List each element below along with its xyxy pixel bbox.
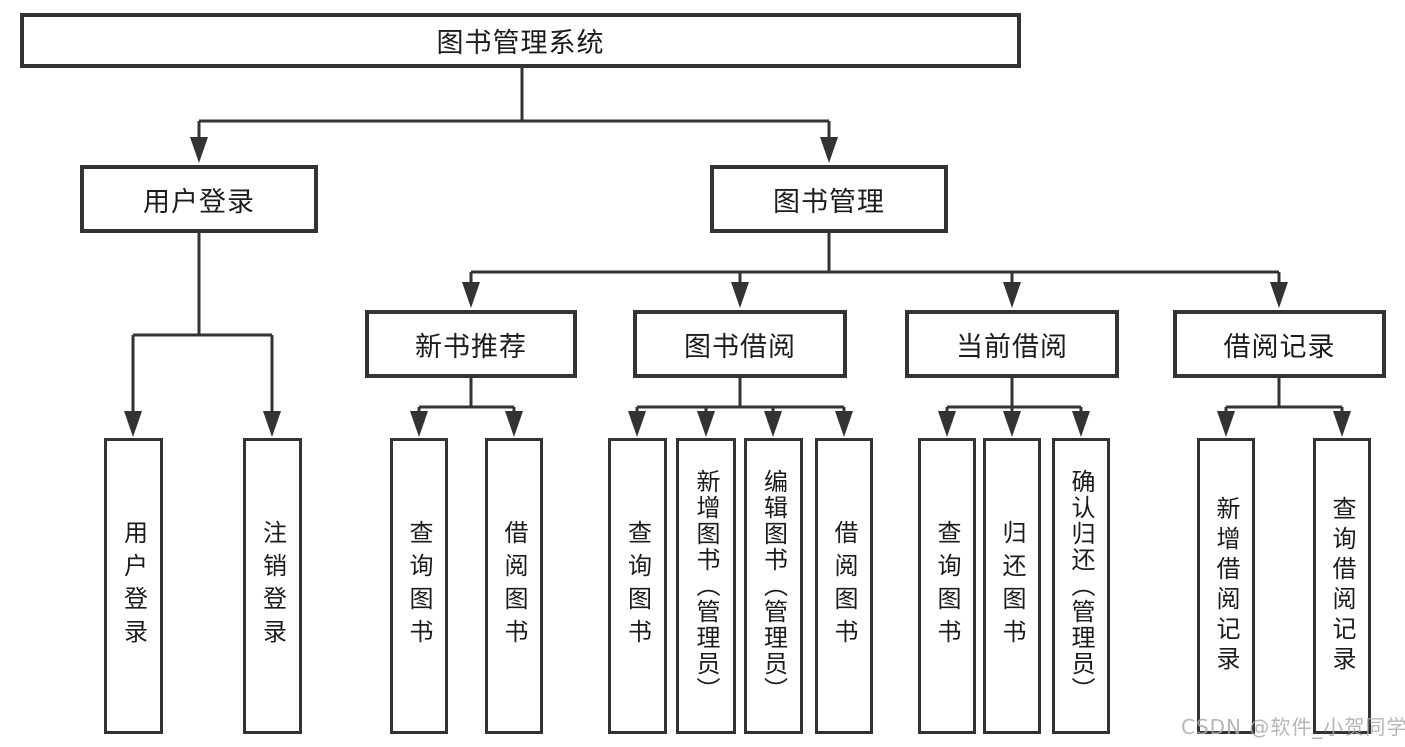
node-label: 借阅图书 xyxy=(830,520,858,652)
node-confirm-return-admin: 确认归还（管理员） xyxy=(1052,438,1110,734)
node-label: 查询图书 xyxy=(405,520,433,652)
node-add-borrow-record: 新增借阅记录 xyxy=(1197,438,1255,734)
node-label: 借阅图书 xyxy=(500,520,528,652)
node-label: 用户登录 xyxy=(143,186,255,218)
node-label: 当前借阅 xyxy=(956,331,1068,363)
node-label: 图书借阅 xyxy=(684,331,796,363)
node-login-action: 用户登录 xyxy=(104,438,163,734)
node-return-book: 归还图书 xyxy=(983,438,1041,734)
watermark: CSDN @软件_小贺同学 xyxy=(1181,715,1405,739)
node-label: 用户登录 xyxy=(119,520,148,652)
node-query-books-current: 查询图书 xyxy=(918,438,976,734)
node-label: 注销登录 xyxy=(258,520,287,652)
node-query-borrow-record: 查询借阅记录 xyxy=(1313,438,1371,734)
node-label: 查询图书 xyxy=(933,520,961,652)
node-label: 图书管理 xyxy=(773,186,885,218)
node-label: 归还图书 xyxy=(998,520,1026,652)
node-new-book-recommendation: 新书推荐 xyxy=(365,310,577,378)
node-label: 图书管理系统 xyxy=(436,28,605,59)
node-logout-action: 注销登录 xyxy=(243,438,302,734)
node-query-books-recommend: 查询图书 xyxy=(390,438,448,734)
node-borrow-books-recommend: 借阅图书 xyxy=(485,438,543,734)
node-add-book-admin: 新增图书（管理员） xyxy=(676,438,736,734)
node-label: 确认归还（管理员） xyxy=(1067,469,1095,703)
node-label: 查询借阅记录 xyxy=(1328,496,1356,676)
node-edit-book-admin: 编辑图书（管理员） xyxy=(744,438,803,734)
node-label: 新增图书（管理员） xyxy=(692,469,720,703)
node-current-borrowing: 当前借阅 xyxy=(905,310,1119,378)
node-query-books-borrowing: 查询图书 xyxy=(608,438,667,734)
node-book-management: 图书管理 xyxy=(710,165,948,233)
node-borrow-books-borrowing: 借阅图书 xyxy=(815,438,873,734)
node-borrowing-records: 借阅记录 xyxy=(1173,310,1386,378)
node-label: 新增借阅记录 xyxy=(1212,496,1240,676)
node-library-system: 图书管理系统 xyxy=(20,13,1021,68)
node-book-borrowing: 图书借阅 xyxy=(633,310,847,378)
node-user-login: 用户登录 xyxy=(80,165,318,233)
node-label: 新书推荐 xyxy=(415,331,527,363)
node-label: 编辑图书（管理员） xyxy=(759,469,788,703)
node-label: 查询图书 xyxy=(623,520,652,652)
node-label: 借阅记录 xyxy=(1223,331,1336,363)
